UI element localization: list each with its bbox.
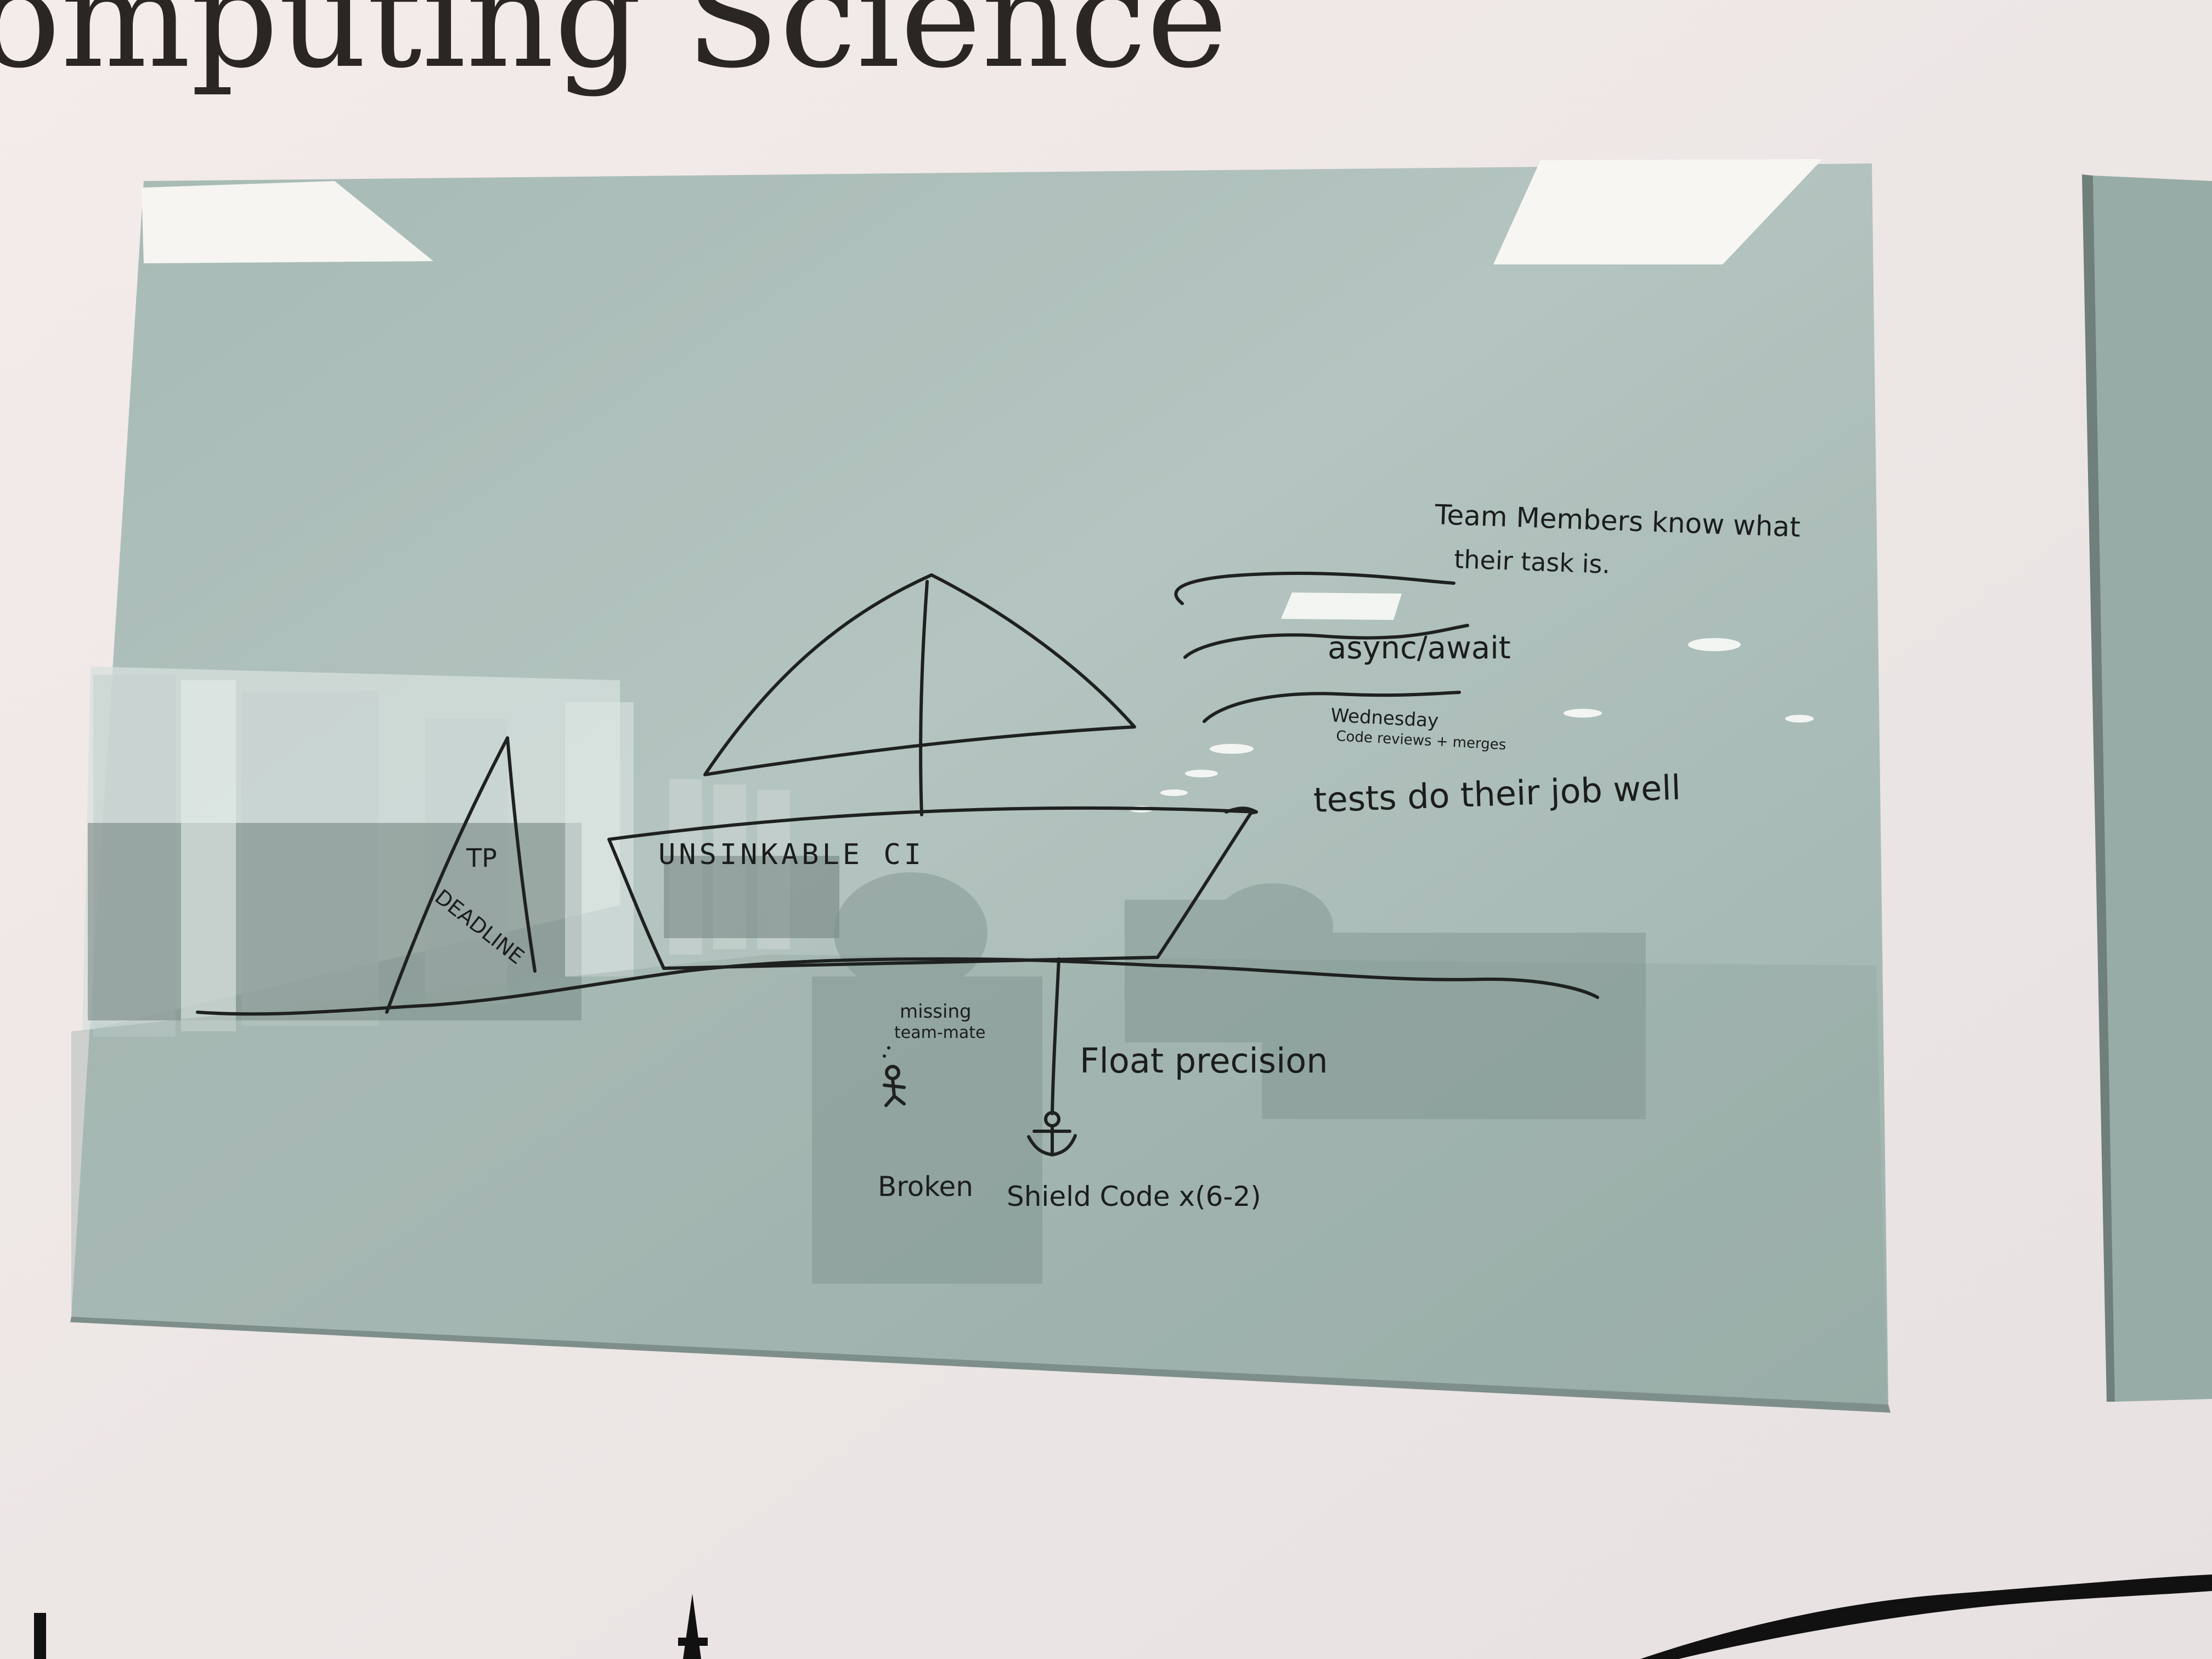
boat-label: UNSINKABLE CI	[658, 838, 924, 871]
light-reflection-left	[142, 181, 433, 263]
label-shield-code: Shield Code x(6-2)	[1007, 1181, 1261, 1212]
note-async-await: async/await	[1328, 630, 1511, 666]
anchor-icon	[1027, 1111, 1077, 1156]
wind-line-2	[1183, 624, 1469, 659]
wall-heading: omputing Science	[0, 0, 1228, 98]
mast-drawing	[919, 580, 929, 816]
anchor-rope-drawing	[1051, 957, 1060, 1115]
wind-line-3	[1203, 691, 1461, 723]
whiteboard	[71, 163, 1888, 1404]
iceberg-label-tp: TP	[466, 843, 497, 873]
adjacent-whiteboard	[2093, 176, 2212, 1402]
light-reflection-right	[1493, 159, 1822, 264]
person-label-teammate: team-mate	[894, 1023, 985, 1042]
wind-line-1	[1174, 571, 1455, 605]
anchor-label: Float precision	[1080, 1041, 1328, 1081]
sail-drawing	[703, 573, 1136, 776]
waves-drawing	[196, 957, 1599, 1016]
stick-figure-icon	[883, 1046, 906, 1107]
wall-mural-stroke	[1640, 1575, 2212, 1659]
wall-mural-figure	[678, 1594, 708, 1659]
wall-mural-mark	[34, 1613, 46, 1659]
boat-hull-drawing	[607, 806, 1258, 970]
label-broken: Broken	[878, 1171, 973, 1203]
iceberg-drawing	[385, 736, 537, 1014]
note-their-task: their task is.	[1454, 544, 1611, 579]
person-label-missing: missing	[900, 1001, 972, 1023]
